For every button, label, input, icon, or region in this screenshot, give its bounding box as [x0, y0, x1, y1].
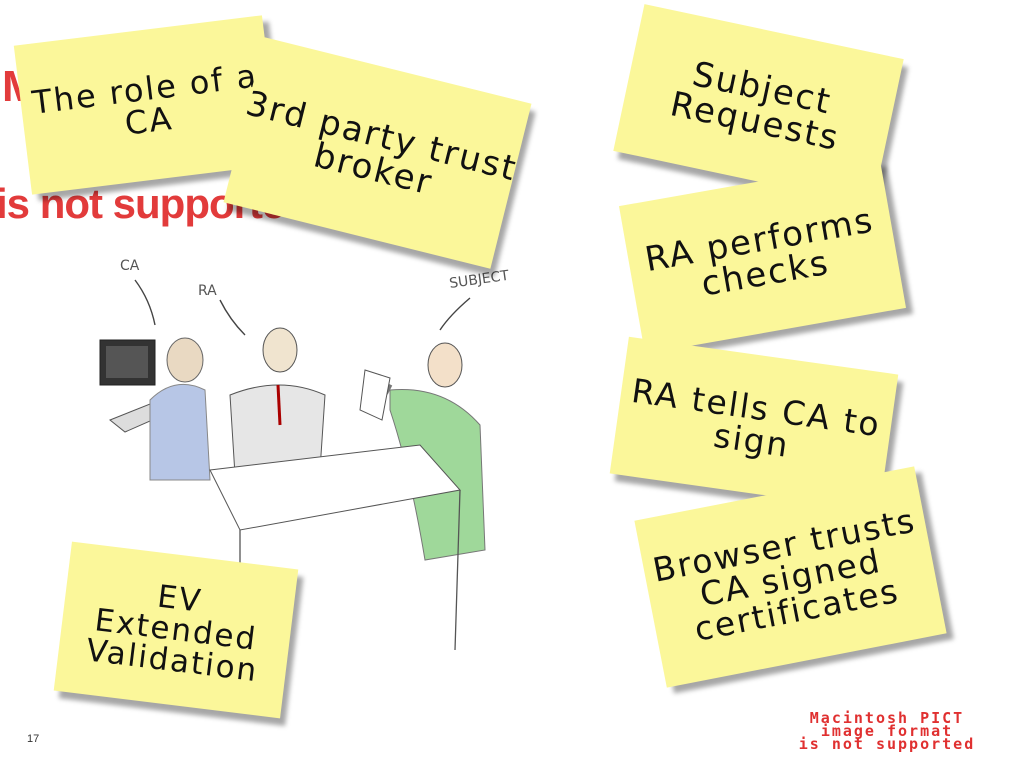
subject-person	[427, 342, 463, 388]
pict-unsupported-stamp: Macintosh PICT image format is not suppo…	[762, 709, 1012, 753]
note-trust-broker: 3rd party trust broker	[223, 37, 532, 269]
label-subject: SUBJECT	[448, 268, 510, 292]
illustration: CA RA SUBJECT	[99, 258, 510, 705]
pict-line3: is not supported	[798, 735, 976, 753]
ra-person	[262, 327, 298, 373]
page-number: 17	[27, 733, 40, 745]
request-paper	[359, 369, 391, 421]
note-ra-performs-checks: RA performs checks	[618, 160, 907, 354]
label-ca: CA	[120, 258, 140, 274]
pict-line1: Macintosh PICT	[809, 709, 965, 727]
label-ra: RA	[198, 283, 217, 299]
ca-person	[149, 383, 211, 481]
note-browser-trusts: Browser trusts CA signed certificates	[634, 466, 947, 688]
pict-line2: image format	[820, 722, 954, 740]
note-tells-line2: sign	[711, 415, 793, 465]
note-role-line2: CA	[122, 99, 176, 143]
note-ev-validation: EV Extended Validation	[53, 541, 299, 719]
